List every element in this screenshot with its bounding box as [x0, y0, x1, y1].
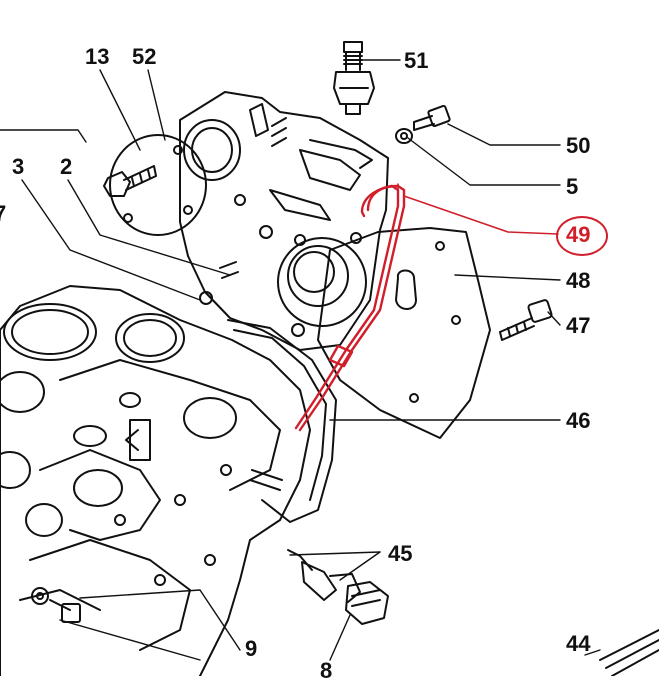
part-45-sensor	[287, 549, 361, 603]
part-51-fitting	[333, 41, 375, 115]
part-8-cap	[345, 581, 389, 625]
part-52-cover	[109, 134, 207, 236]
part-5-washer	[395, 128, 413, 144]
callout-49: 49	[566, 222, 591, 247]
callout-52: 52	[132, 44, 157, 69]
callout-3: 3	[12, 154, 25, 179]
leader-lines	[0, 59, 601, 661]
callout-47: 47	[566, 313, 591, 338]
callout-46: 46	[566, 408, 591, 433]
callout-2: 2	[60, 154, 73, 179]
callout-48: 48	[566, 268, 591, 293]
callout-7: 7	[0, 201, 7, 226]
engine-block	[0, 285, 311, 676]
part-13-bolt	[103, 165, 157, 197]
callout-50: 50	[566, 133, 591, 158]
callout-5: 5	[566, 174, 579, 199]
part-44-belt	[599, 629, 659, 676]
callout-45: 45	[388, 541, 413, 566]
callout-44: 44	[566, 631, 591, 656]
part-9-bolt	[31, 587, 81, 623]
highlight-ring-49	[556, 216, 608, 256]
part-46-gasket	[227, 319, 337, 523]
part-49-dipstick	[294, 183, 559, 432]
callout-8: 8	[320, 658, 333, 683]
part-50-bolt	[413, 104, 451, 131]
part-47-bolt	[499, 299, 553, 341]
timing-cover-housing	[179, 91, 389, 351]
callout-13: 13	[85, 44, 110, 69]
callout-9: 9	[245, 636, 258, 661]
callout-51: 51	[404, 48, 429, 73]
